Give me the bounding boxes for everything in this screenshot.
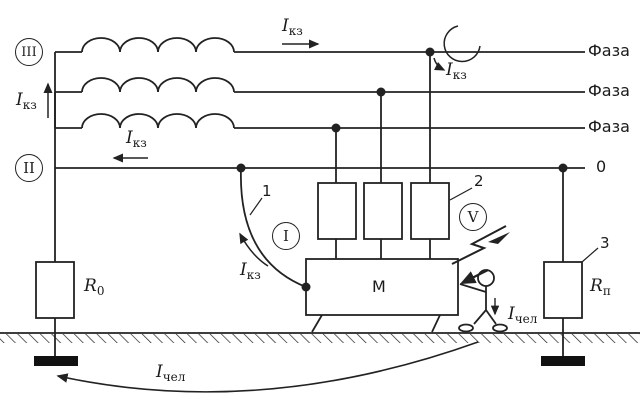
marker-iii: III [15,38,43,66]
fuse-1 [317,182,357,240]
resistor-r0 [35,261,75,319]
current-label-conductor: Iкз [240,260,261,282]
current-label-neutral: Iкз [126,128,147,150]
marker-i: I [272,222,300,250]
winding-3 [81,113,235,129]
ground-hatch [0,334,640,343]
phase-label-3: Фаза [588,117,630,136]
ground-current-path [56,341,479,393]
current-label-person: Iчел [508,304,538,326]
protective-conductor [240,167,307,288]
ground-electrode-right [541,356,585,366]
phase-label-1: Фаза [588,41,630,60]
marker-v: V [459,203,487,231]
label-rn: Rп [590,276,611,298]
fuse-2 [363,182,403,240]
winding-2 [81,77,235,93]
marker-ii: II [15,154,43,182]
callout-1: 1 [262,182,272,200]
label-r0: R0 [84,276,105,298]
ground-electrode-left [34,356,78,366]
winding-1 [81,37,235,53]
motor-label: М [372,277,386,296]
callout-2: 2 [474,172,484,190]
current-label-left: Iкз [16,90,37,112]
resistor-rn [543,261,583,319]
phase-label-2: Фаза [588,81,630,100]
motor-housing [305,258,459,316]
person-figure [458,269,508,333]
neutral-label: 0 [596,157,607,176]
current-label-phase: Iкз [446,60,467,82]
current-label-ground: Iчел [156,362,186,384]
fuse-3 [410,182,450,240]
callout-3: 3 [600,234,610,252]
current-label-top: Iкз [282,16,303,38]
